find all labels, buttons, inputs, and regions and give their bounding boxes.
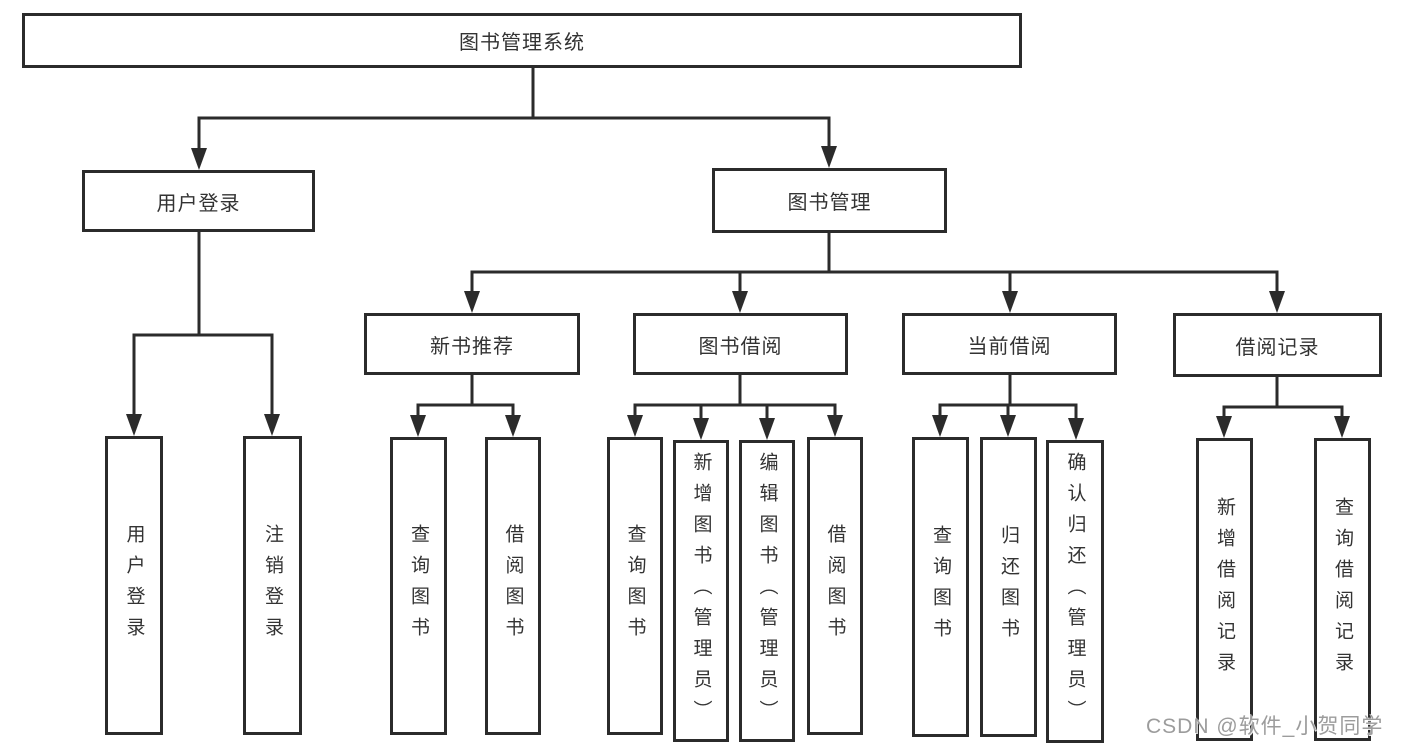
node-current-borrow: 当前借阅 (902, 313, 1117, 375)
leaf-edit-books-admin: 编辑图书（管理员） (739, 440, 795, 742)
arrowhead-icons (126, 146, 1350, 440)
node-library-system: 图书管理系统 (22, 13, 1022, 68)
node-borrow-records: 借阅记录 (1173, 313, 1382, 377)
leaf-borrow-books: 借阅图书 (807, 437, 863, 735)
csdn-watermark: CSDN @软件_小贺同学 (1146, 715, 1384, 738)
leaf-confirm-return-admin: 确认归还（管理员） (1046, 440, 1104, 743)
leaf-query-books-borrow: 查询图书 (607, 437, 663, 735)
leaf-user-login: 用户登录 (105, 436, 163, 735)
leaf-query-borrow-record: 查询借阅记录 (1314, 438, 1371, 741)
node-user-login: 用户登录 (82, 170, 315, 232)
node-book-management: 图书管理 (712, 168, 947, 233)
leaf-query-books-current: 查询图书 (912, 437, 969, 737)
node-book-borrow: 图书借阅 (633, 313, 848, 375)
leaf-borrow-books-recommend: 借阅图书 (485, 437, 541, 735)
leaf-add-borrow-record: 新增借阅记录 (1196, 438, 1253, 741)
leaf-return-books: 归还图书 (980, 437, 1037, 737)
leaf-add-books-admin: 新增图书（管理员） (673, 440, 729, 742)
leaf-logout: 注销登录 (243, 436, 302, 735)
leaf-query-books-recommend: 查询图书 (390, 437, 447, 735)
node-new-book-recommend: 新书推荐 (364, 313, 580, 375)
